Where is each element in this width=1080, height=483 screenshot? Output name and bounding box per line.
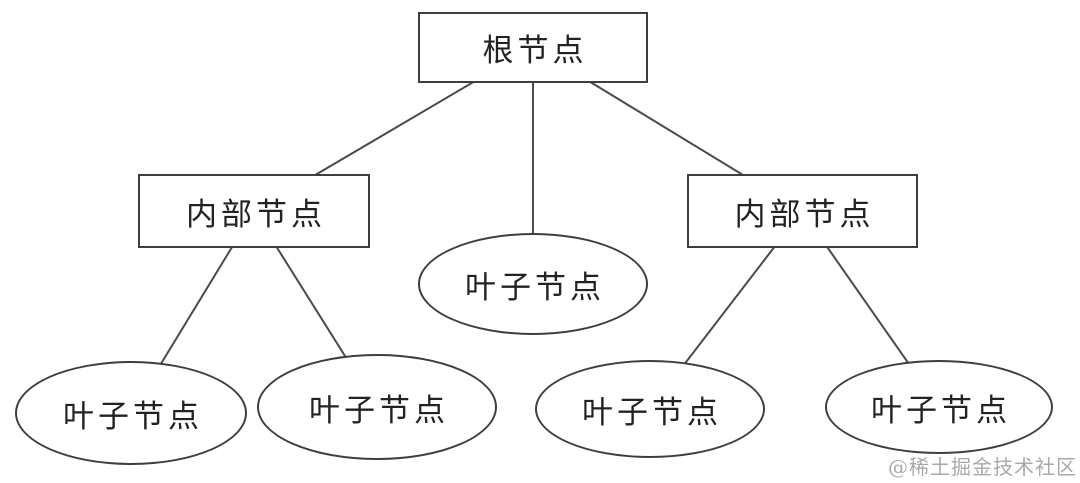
node-leaf-1-label: 叶子节点: [63, 398, 203, 435]
node-root-label: 根节点: [482, 33, 588, 69]
node-leaf-middle-label: 叶子节点: [465, 269, 605, 306]
node-internal-right: 内部节点: [687, 174, 918, 248]
node-leaf-4: 叶子节点: [825, 360, 1053, 454]
node-internal-left-label: 内部节点: [186, 196, 326, 233]
node-internal-right-label: 内部节点: [734, 196, 875, 233]
watermark: @稀土掘金技术社区: [888, 455, 1077, 479]
node-leaf-4-label: 叶子节点: [871, 392, 1011, 429]
node-leaf-middle: 叶子节点: [418, 233, 648, 335]
node-internal-left: 内部节点: [138, 174, 370, 248]
node-leaf-3: 叶子节点: [535, 360, 765, 458]
node-root: 根节点: [418, 12, 648, 83]
node-leaf-3-label: 叶子节点: [582, 394, 722, 431]
node-leaf-1: 叶子节点: [15, 361, 247, 465]
node-leaf-2-label: 叶子节点: [309, 392, 449, 429]
node-leaf-2: 叶子节点: [257, 354, 497, 460]
